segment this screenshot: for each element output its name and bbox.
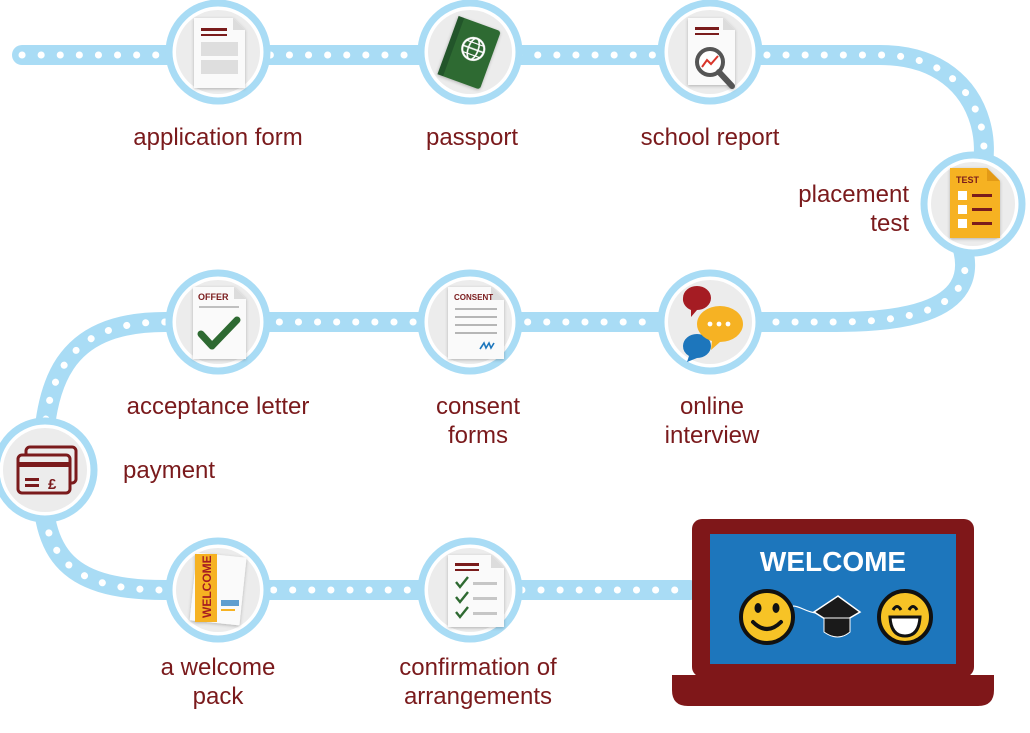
online-interview-label: online interview [665,392,760,450]
offer-letter-icon: OFFER [193,287,246,359]
passport-icon [437,15,501,89]
placement-test-label-line2: test [870,210,909,237]
placement-test-label: placement test [798,180,909,238]
welcome-pack-icon: WELCOME [189,552,247,626]
consent-document-icon: CONSENT [448,287,504,359]
passport-label: passport [425,124,519,151]
offer-tab-text: OFFER [198,292,229,302]
acceptance-letter-step: OFFER [165,269,271,375]
payment-label: payment [123,457,216,484]
consent-forms-label: consent forms [436,392,520,450]
passport-step [417,0,523,105]
journey-path [12,45,994,600]
laptop-base [672,675,994,706]
laptop-welcome-text: WELCOME [760,546,906,577]
welcome-pack-step: WELCOME [165,537,271,643]
consent-forms-label-line1: consent [435,393,521,420]
report-search-icon [688,18,735,89]
consent-forms-label-line2: forms [448,422,508,449]
document-icon [194,18,245,88]
checklist-icon [448,555,504,627]
application-form-label: application form [133,124,303,151]
payment-step: £ [0,417,98,523]
grinning-face-icon [877,589,933,645]
online-interview-label-line2: interview [664,422,760,449]
graduation-cap-icon [792,595,862,638]
welcome-pack-label-line1: a welcome [160,654,276,681]
acceptance-letter-label: acceptance letter [126,393,310,420]
payment-card-icon: £ [16,445,78,495]
checkmark-icon [197,316,241,350]
application-form-step [165,0,271,105]
confirmation-step [417,537,523,643]
placement-test-label-line1: placement [798,181,909,208]
placement-test-step: TEST [920,151,1026,257]
pound-symbol: £ [48,476,57,493]
laptop-welcome-illustration: WELCOME [672,519,994,706]
confirmation-label-line1: confirmation of [399,654,557,681]
school-report-step [657,0,763,105]
confirmation-label-line2: arrangements [403,683,553,710]
consent-forms-step: CONSENT [417,269,523,375]
welcome-pack-label: a welcome pack [161,653,276,711]
online-interview-label-line1: online [679,393,745,420]
test-paper-icon: TEST [950,168,1000,238]
consent-tab-text: CONSENT [454,293,493,302]
school-report-label: school report [640,124,780,151]
smiley-icon [739,589,795,645]
pack-cover-text: WELCOME [200,555,214,618]
online-interview-step [657,269,763,375]
chat-bubbles-icon [682,286,743,362]
confirmation-label: confirmation of arrangements [399,653,556,711]
test-tab-text: TEST [956,175,980,185]
welcome-pack-label-line2: pack [192,683,244,710]
